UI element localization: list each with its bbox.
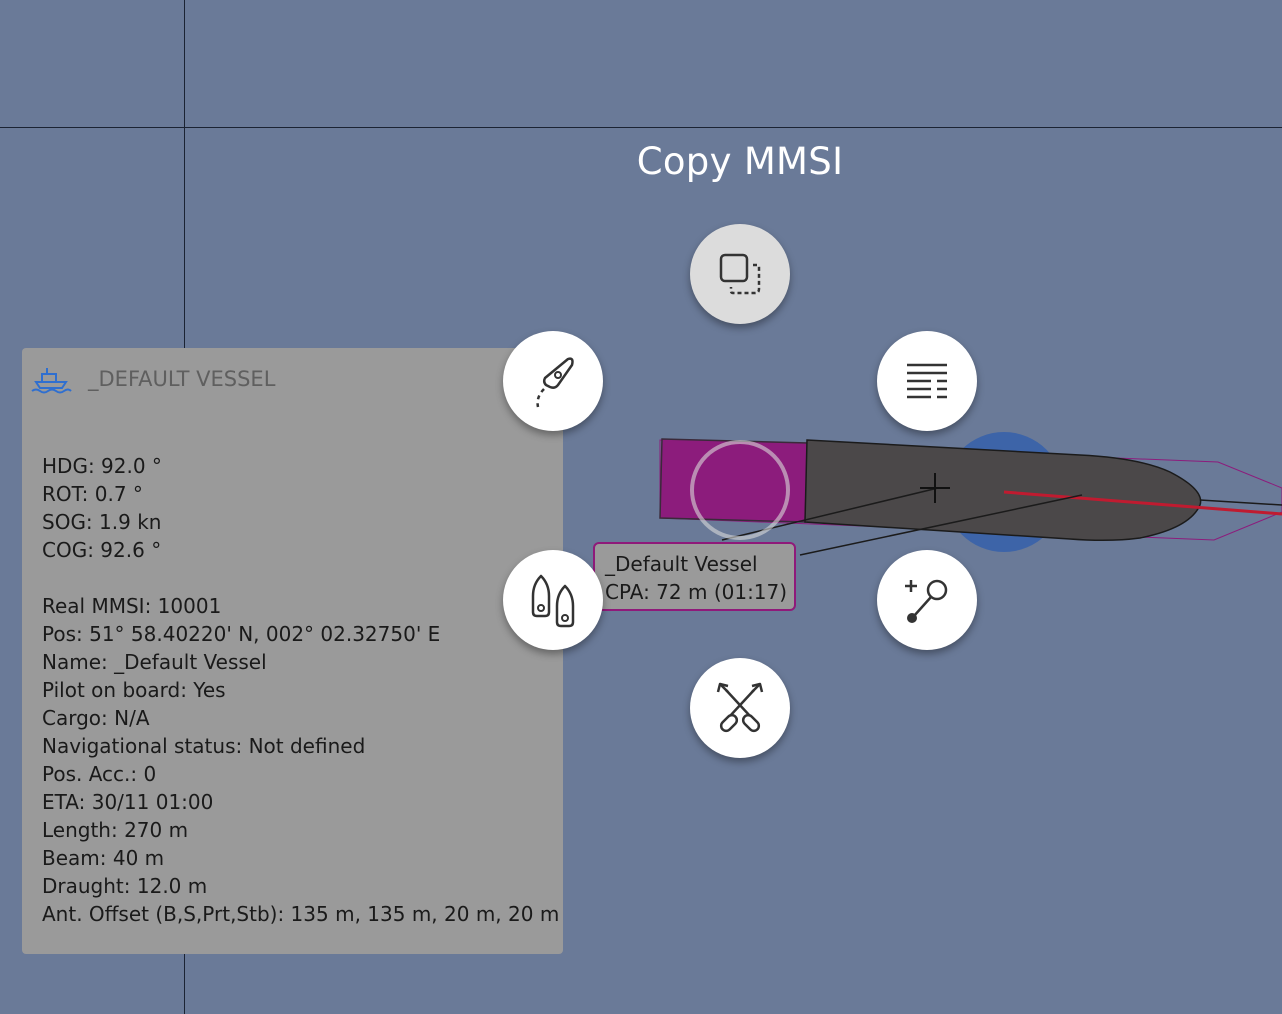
info-line-beam: Beam: 40 m — [42, 846, 165, 870]
measure-range-button[interactable] — [877, 550, 977, 650]
info-line-cargo: Cargo: N/A — [42, 706, 150, 730]
info-line-position: Pos: 51° 58.40220' N, 002° 02.32750' E — [42, 622, 441, 646]
info-line-pos-acc: Pos. Acc.: 0 — [42, 762, 157, 786]
info-line-sog: SOG: 1.9 kn — [42, 510, 162, 534]
ship-icon — [31, 368, 72, 394]
info-line-nav-status: Navigational status: Not defined — [42, 734, 366, 758]
ship-course-vector — [1199, 499, 1282, 506]
info-line-hdg: HDG: 92.0 ° — [42, 454, 162, 478]
target-label-name: _Default Vessel — [605, 552, 758, 576]
details-list-icon — [907, 363, 947, 399]
two-vessels-icon — [531, 574, 575, 628]
info-spacer — [42, 564, 559, 592]
crossed-paddles-icon — [716, 682, 764, 733]
target-label-cpa: CPA: 72 m (01:17) — [605, 580, 788, 604]
copy-icon — [719, 253, 761, 295]
panel-header: _DEFAULT VESSEL — [30, 364, 275, 394]
info-line-pilot: Pilot on board: Yes — [42, 678, 226, 702]
info-line-rot: ROT: 0.7 ° — [42, 482, 143, 506]
selection-ring — [690, 440, 790, 540]
label-leader-line — [721, 487, 939, 541]
close-quarters-button[interactable] — [690, 658, 790, 758]
label-leader-line — [799, 494, 1083, 556]
vessel-track-button[interactable] — [503, 331, 603, 431]
range-bearing-icon — [905, 579, 948, 623]
vessel-details-button[interactable] — [877, 331, 977, 431]
info-line-antenna-offset: Ant. Offset (B,S,Prt,Stb): 135 m, 135 m,… — [42, 902, 560, 926]
panel-title: _DEFAULT VESSEL — [88, 367, 276, 391]
info-line-cog: COG: 92.6 ° — [42, 538, 162, 562]
vessel-info-panel: _DEFAULT VESSEL HDG: 92.0 ° ROT: 0.7 ° S… — [22, 348, 563, 954]
info-line-length: Length: 270 m — [42, 818, 189, 842]
info-line-mmsi: Real MMSI: 10001 — [42, 594, 222, 618]
action-title: Copy MMSI — [636, 140, 844, 183]
vessel-info-lines: HDG: 92.0 ° ROT: 0.7 ° SOG: 1.9 kn COG: … — [42, 452, 559, 928]
info-line-name: Name: _Default Vessel — [42, 650, 267, 674]
ship-heading-line — [1003, 490, 1282, 516]
ship-hull — [804, 439, 1202, 542]
compare-vessels-button[interactable] — [503, 550, 603, 650]
info-line-draught: Draught: 12.0 m — [42, 874, 208, 898]
copy-mmsi-button[interactable] — [690, 224, 790, 324]
info-line-eta: ETA: 30/11 01:00 — [42, 790, 214, 814]
vessel-track-icon — [536, 357, 574, 408]
chart-grid-line-horizontal — [0, 127, 1282, 128]
target-label[interactable]: _Default Vessel CPA: 72 m (01:17) — [593, 542, 796, 611]
